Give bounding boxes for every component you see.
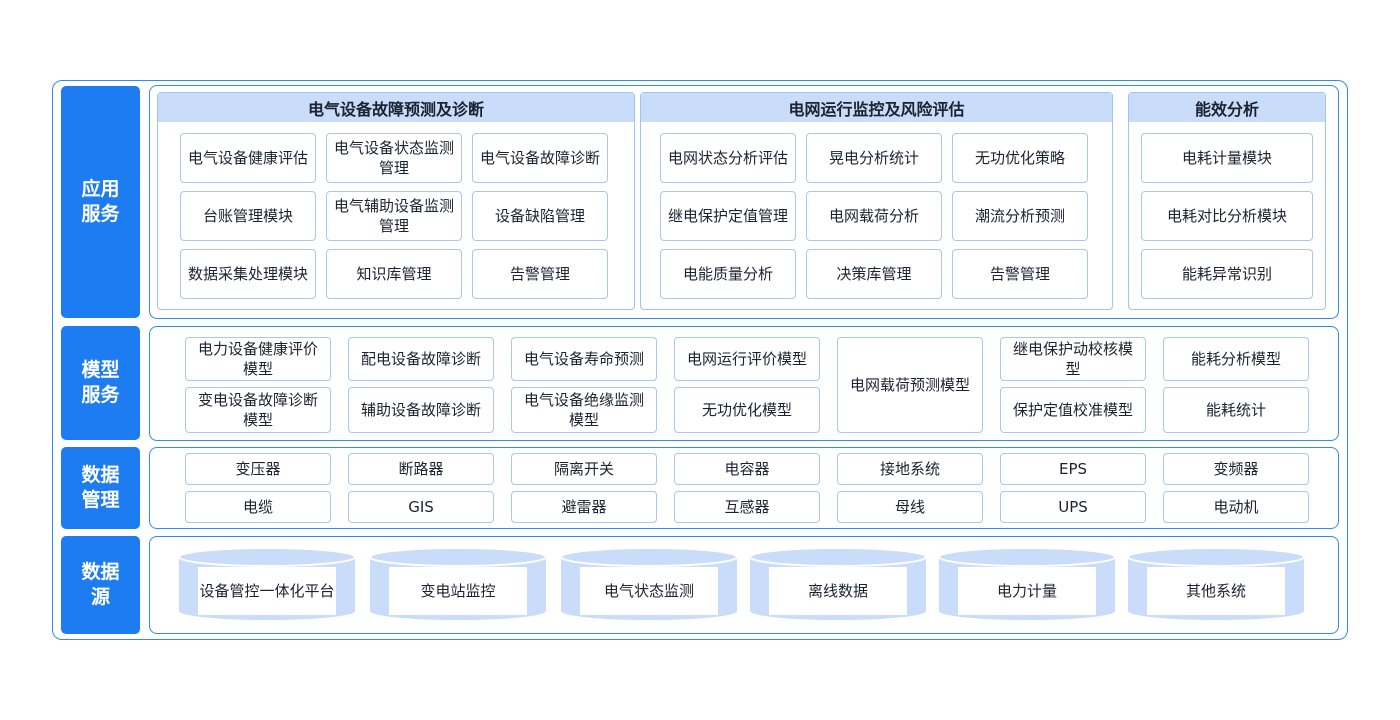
app-module: 电气设备健康评估 <box>180 133 316 183</box>
architecture-frame <box>52 80 1348 640</box>
application-service-panel <box>149 85 1339 319</box>
model-service-panel <box>149 326 1339 441</box>
layer-label-data-source: 数据 源 <box>61 536 140 634</box>
app-module: 告警管理 <box>952 249 1088 299</box>
device-box: 变压器 <box>185 453 331 485</box>
model-box: 电网运行评价模型 <box>674 337 820 381</box>
data-source-label: 其他系统 <box>1185 582 1246 600</box>
device-box: 断路器 <box>348 453 494 485</box>
data-management-panel <box>149 447 1339 529</box>
cylinder-shape <box>560 547 738 620</box>
app-group-2: 电网运行监控及风险评估 <box>640 92 1113 310</box>
model-box: 能耗分析模型 <box>1163 337 1309 381</box>
app-group-3: 能效分析 <box>1128 92 1326 310</box>
app-module: 电气辅助设备监测管理 <box>326 191 462 241</box>
app-module: 决策库管理 <box>806 249 942 299</box>
cylinder-shape <box>178 547 356 620</box>
device-box: EPS <box>1000 453 1146 485</box>
app-module: 继电保护定值管理 <box>660 191 796 241</box>
model-box: 配电设备故障诊断 <box>348 337 494 381</box>
app-module: 电气设备状态监测管理 <box>326 133 462 183</box>
data-source-cylinder: 其他系统 <box>1127 547 1305 621</box>
device-box: 变频器 <box>1163 453 1309 485</box>
app-module: 电网载荷分析 <box>806 191 942 241</box>
layer-label-model: 模型 服务 <box>61 326 140 440</box>
data-source-cylinder: 离线数据 <box>749 547 927 621</box>
data-source-cylinder: 电气状态监测 <box>560 547 738 621</box>
model-box: 电气设备绝缘监测模型 <box>511 387 657 433</box>
cylinder-shape <box>749 547 927 620</box>
app-module: 电能质量分析 <box>660 249 796 299</box>
app-group-title: 电网运行监控及风险评估 <box>641 93 1112 122</box>
model-box: 电网载荷预测模型 <box>837 337 983 433</box>
model-box: 无功优化模型 <box>674 387 820 433</box>
device-box: 电缆 <box>185 491 331 523</box>
app-module: 电耗计量模块 <box>1141 133 1313 183</box>
model-box: 变电设备故障诊断模型 <box>185 387 331 433</box>
data-source-label: 变电站监控 <box>420 582 496 600</box>
app-group-title: 电气设备故障预测及诊断 <box>158 93 634 122</box>
app-module: 告警管理 <box>472 249 608 299</box>
device-box: UPS <box>1000 491 1146 523</box>
app-module: 电气设备故障诊断 <box>472 133 608 183</box>
layer-label-application: 应用 服务 <box>61 86 140 318</box>
app-module: 无功优化策略 <box>952 133 1088 183</box>
model-box: 继电保护动校核模型 <box>1000 337 1146 381</box>
data-source-panel <box>149 536 1339 634</box>
app-module: 电网状态分析评估 <box>660 133 796 183</box>
device-box: 避雷器 <box>511 491 657 523</box>
model-box: 电力设备健康评价模型 <box>185 337 331 381</box>
app-module: 潮流分析预测 <box>952 191 1088 241</box>
data-source-cylinder: 电力计量 <box>938 547 1116 621</box>
model-box: 保护定值校准模型 <box>1000 387 1146 433</box>
device-box: 接地系统 <box>837 453 983 485</box>
app-module: 晃电分析统计 <box>806 133 942 183</box>
layer-label-data-management: 数据 管理 <box>61 447 140 529</box>
app-module: 数据采集处理模块 <box>180 249 316 299</box>
app-module: 电耗对比分析模块 <box>1141 191 1313 241</box>
data-source-label: 设备管控一体化平台 <box>199 582 335 600</box>
model-box: 电气设备寿命预测 <box>511 337 657 381</box>
device-box: 母线 <box>837 491 983 523</box>
device-box: 互感器 <box>674 491 820 523</box>
app-module: 能耗异常识别 <box>1141 249 1313 299</box>
app-group-1: 电气设备故障预测及诊断 <box>157 92 635 310</box>
data-source-label: 离线数据 <box>807 582 868 600</box>
app-group-title: 能效分析 <box>1129 93 1325 122</box>
cylinder-shape <box>369 547 547 620</box>
data-source-cylinder: 设备管控一体化平台 <box>178 547 356 621</box>
device-box: 电容器 <box>674 453 820 485</box>
device-box: 电动机 <box>1163 491 1309 523</box>
app-module: 台账管理模块 <box>180 191 316 241</box>
data-source-label: 电气状态监测 <box>603 582 694 600</box>
device-box: GIS <box>348 491 494 523</box>
model-box: 辅助设备故障诊断 <box>348 387 494 433</box>
cylinder-shape <box>938 547 1116 620</box>
model-box: 能耗统计 <box>1163 387 1309 433</box>
app-module: 知识库管理 <box>326 249 462 299</box>
device-box: 隔离开关 <box>511 453 657 485</box>
data-source-label: 电力计量 <box>996 582 1057 600</box>
cylinder-shape <box>1127 547 1305 620</box>
data-source-cylinder: 变电站监控 <box>369 547 547 621</box>
app-module: 设备缺陷管理 <box>472 191 608 241</box>
